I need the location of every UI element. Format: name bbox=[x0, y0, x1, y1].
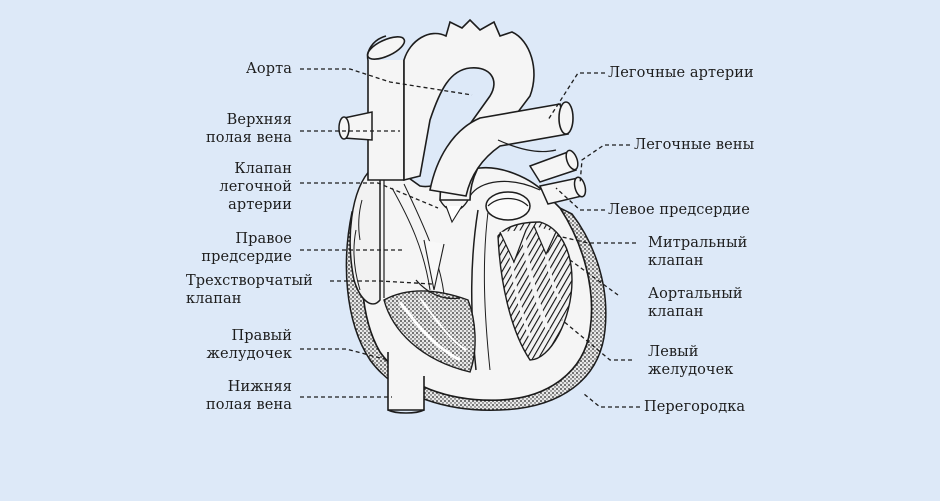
label-aortic-valve: Аортальный клапан bbox=[648, 286, 743, 320]
label-left-ventricle: Левый желудочек bbox=[648, 344, 734, 378]
label-right-ventricle: Правый желудочек bbox=[206, 328, 292, 362]
aortic-valve-ring bbox=[485, 191, 531, 221]
superior-vena-cava bbox=[367, 60, 405, 181]
label-mitral-valve: Митральный клапан bbox=[648, 235, 748, 269]
label-right-atrium: Правое предсердие bbox=[201, 231, 292, 265]
leader-lines bbox=[300, 68, 640, 408]
label-pulmonary-arteries: Легочные артерии bbox=[608, 65, 754, 81]
inferior-vena-cava bbox=[387, 352, 425, 411]
label-superior-vena-cava: Верхняя полая вена bbox=[205, 112, 292, 146]
label-pulmonary-valve: Клапан легочной артерии bbox=[219, 161, 292, 213]
pulmonary-trunk bbox=[429, 103, 569, 197]
label-aorta: Аорта bbox=[245, 61, 292, 77]
aortic-arch bbox=[403, 18, 535, 201]
label-tricuspid-valve: Трехстворчатый клапан bbox=[186, 273, 313, 307]
right-atrium-shape bbox=[349, 166, 381, 305]
label-pulmonary-veins: Легочные вены bbox=[634, 137, 755, 153]
label-left-atrium: Левое предсердие bbox=[608, 202, 750, 218]
label-inferior-vena-cava: Нижняя полая вена bbox=[205, 379, 292, 413]
label-septum: Перегородка bbox=[644, 399, 746, 415]
